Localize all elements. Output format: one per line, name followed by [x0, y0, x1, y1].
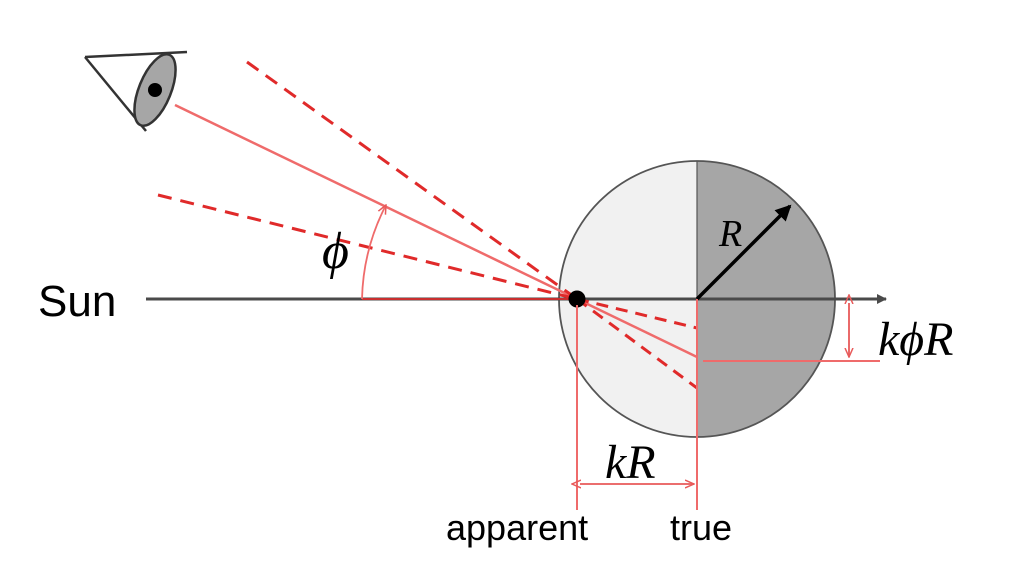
apparent-label: apparent [446, 507, 588, 548]
radius-arrow [695, 204, 792, 301]
dashed-ray-inner-upper [576, 297, 698, 330]
sun-label: Sun [38, 277, 116, 326]
dashed-ray-lower [157, 193, 578, 301]
eye-icon [84, 50, 188, 132]
kphiR-label: kϕR [878, 313, 953, 366]
apparent-point [568, 290, 586, 308]
radius-label: R [718, 213, 742, 255]
line-of-sight [174, 103, 578, 301]
kR-label: kR [605, 436, 656, 489]
true-label: true [670, 507, 732, 548]
dashed-ray-inner-lower [576, 297, 698, 390]
phi-angle-arc [361, 205, 386, 300]
line-of-sight-inner [576, 297, 698, 359]
phi-label: ϕ [322, 223, 349, 280]
dashed-ray-upper [246, 60, 578, 301]
